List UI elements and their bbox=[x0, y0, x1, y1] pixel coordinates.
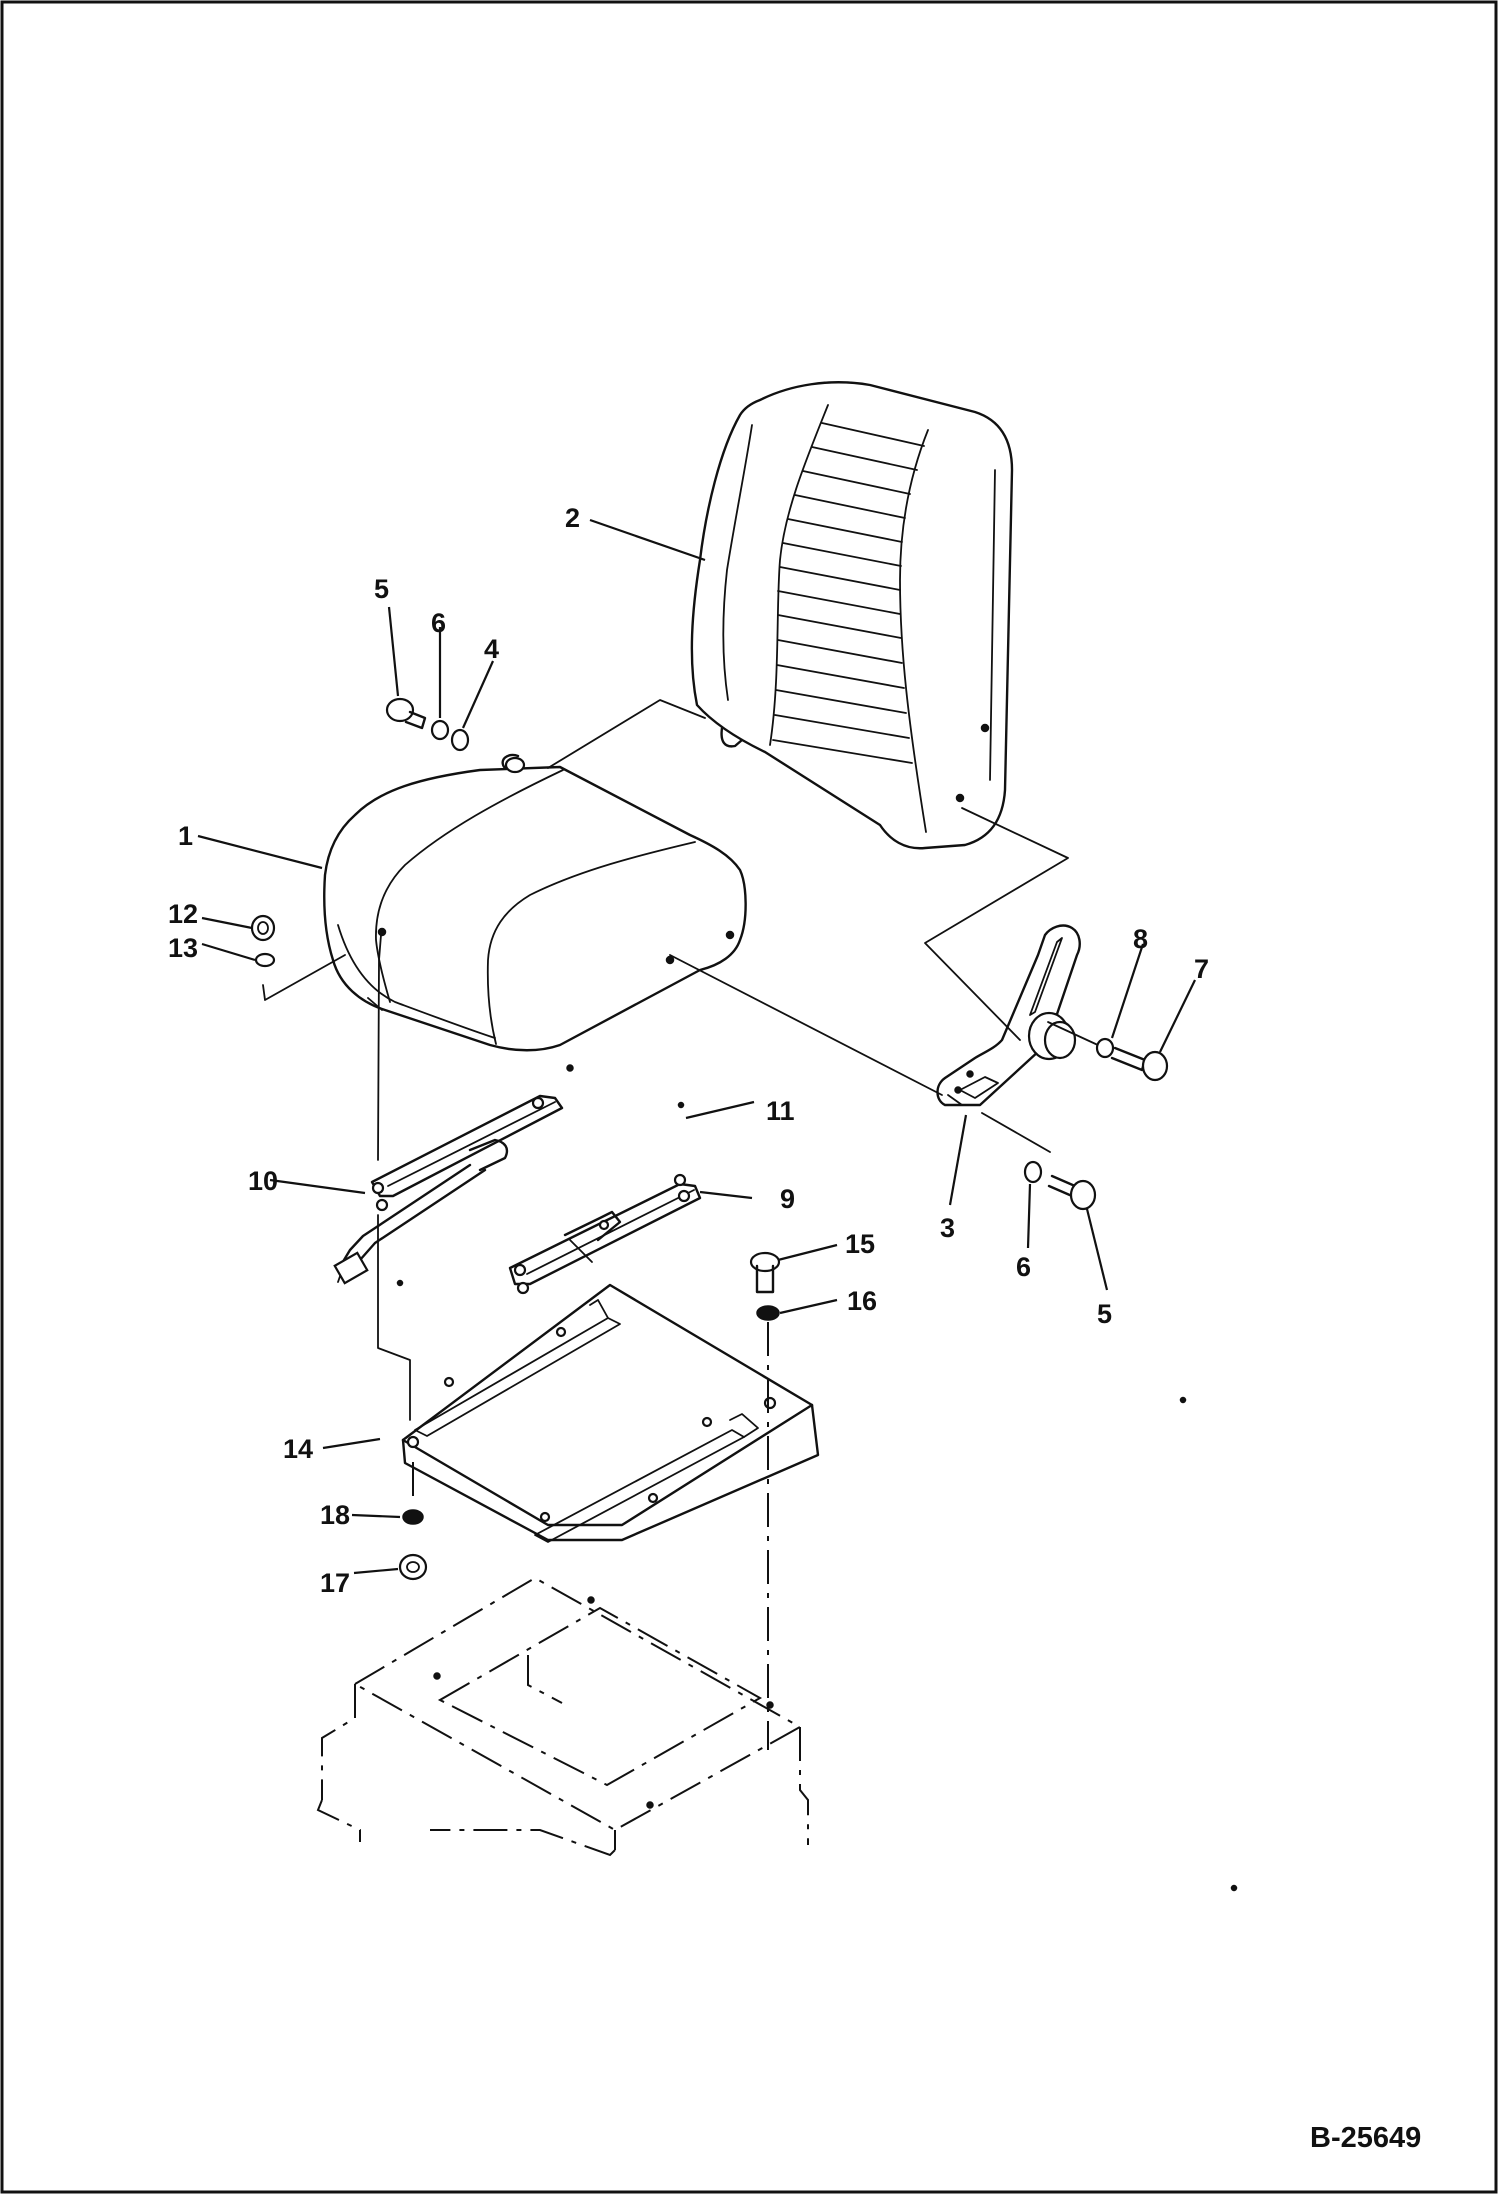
callout-15: 15 bbox=[845, 1229, 875, 1259]
drawing-code: B-25649 bbox=[1310, 2122, 1421, 2154]
callout-9: 9 bbox=[780, 1184, 795, 1214]
spacer-4-icon bbox=[450, 728, 470, 752]
seat-back bbox=[690, 381, 1014, 850]
callout-2: 2 bbox=[565, 503, 580, 533]
bolt-15-icon bbox=[749, 1251, 781, 1294]
callout-11: 11 bbox=[766, 1096, 795, 1126]
callout-8: 8 bbox=[1133, 924, 1148, 954]
nut-17-icon bbox=[398, 1553, 428, 1581]
washer-6-upper-icon bbox=[430, 719, 450, 741]
nut-12-icon bbox=[250, 914, 276, 942]
callout-numbers: 1 2 3 4 5 5 6 6 7 8 9 10 11 12 13 14 15 … bbox=[168, 503, 1209, 1598]
washer-18-icon bbox=[402, 1509, 424, 1525]
callout-leaders bbox=[197, 518, 1196, 1575]
callout-5-upper: 5 bbox=[374, 574, 389, 604]
assembly-lines bbox=[262, 699, 1238, 1892]
washer-13-icon bbox=[254, 952, 276, 968]
callout-6-upper: 6 bbox=[431, 608, 446, 638]
callout-16: 16 bbox=[847, 1286, 877, 1316]
hinge-bracket bbox=[936, 924, 1081, 1107]
bolt-5-lower-icon bbox=[1047, 1174, 1097, 1211]
callout-13: 13 bbox=[168, 933, 198, 963]
callout-10: 10 bbox=[248, 1166, 278, 1196]
callout-5-lower: 5 bbox=[1097, 1299, 1112, 1329]
floor-base-phantom bbox=[316, 1576, 809, 1857]
rail-right bbox=[508, 1173, 702, 1295]
washer-16-icon bbox=[756, 1305, 780, 1321]
bolt-7-icon bbox=[1110, 1046, 1169, 1082]
bolt-5-upper-icon bbox=[385, 697, 427, 730]
callout-1: 1 bbox=[178, 821, 193, 851]
callout-18: 18 bbox=[320, 1500, 350, 1530]
callout-17: 17 bbox=[320, 1568, 350, 1598]
callout-6-lower: 6 bbox=[1016, 1252, 1031, 1282]
washer-8-icon bbox=[1095, 1037, 1115, 1059]
rail-left bbox=[333, 1094, 564, 1285]
callout-12: 12 bbox=[168, 899, 198, 929]
callout-3: 3 bbox=[940, 1213, 955, 1243]
washer-6-lower-icon bbox=[1023, 1160, 1043, 1184]
callout-4: 4 bbox=[484, 634, 499, 664]
callout-7: 7 bbox=[1194, 954, 1209, 984]
mounting-plate bbox=[401, 1283, 820, 1543]
seat-cushion bbox=[323, 753, 747, 1052]
callout-14: 14 bbox=[283, 1434, 313, 1464]
